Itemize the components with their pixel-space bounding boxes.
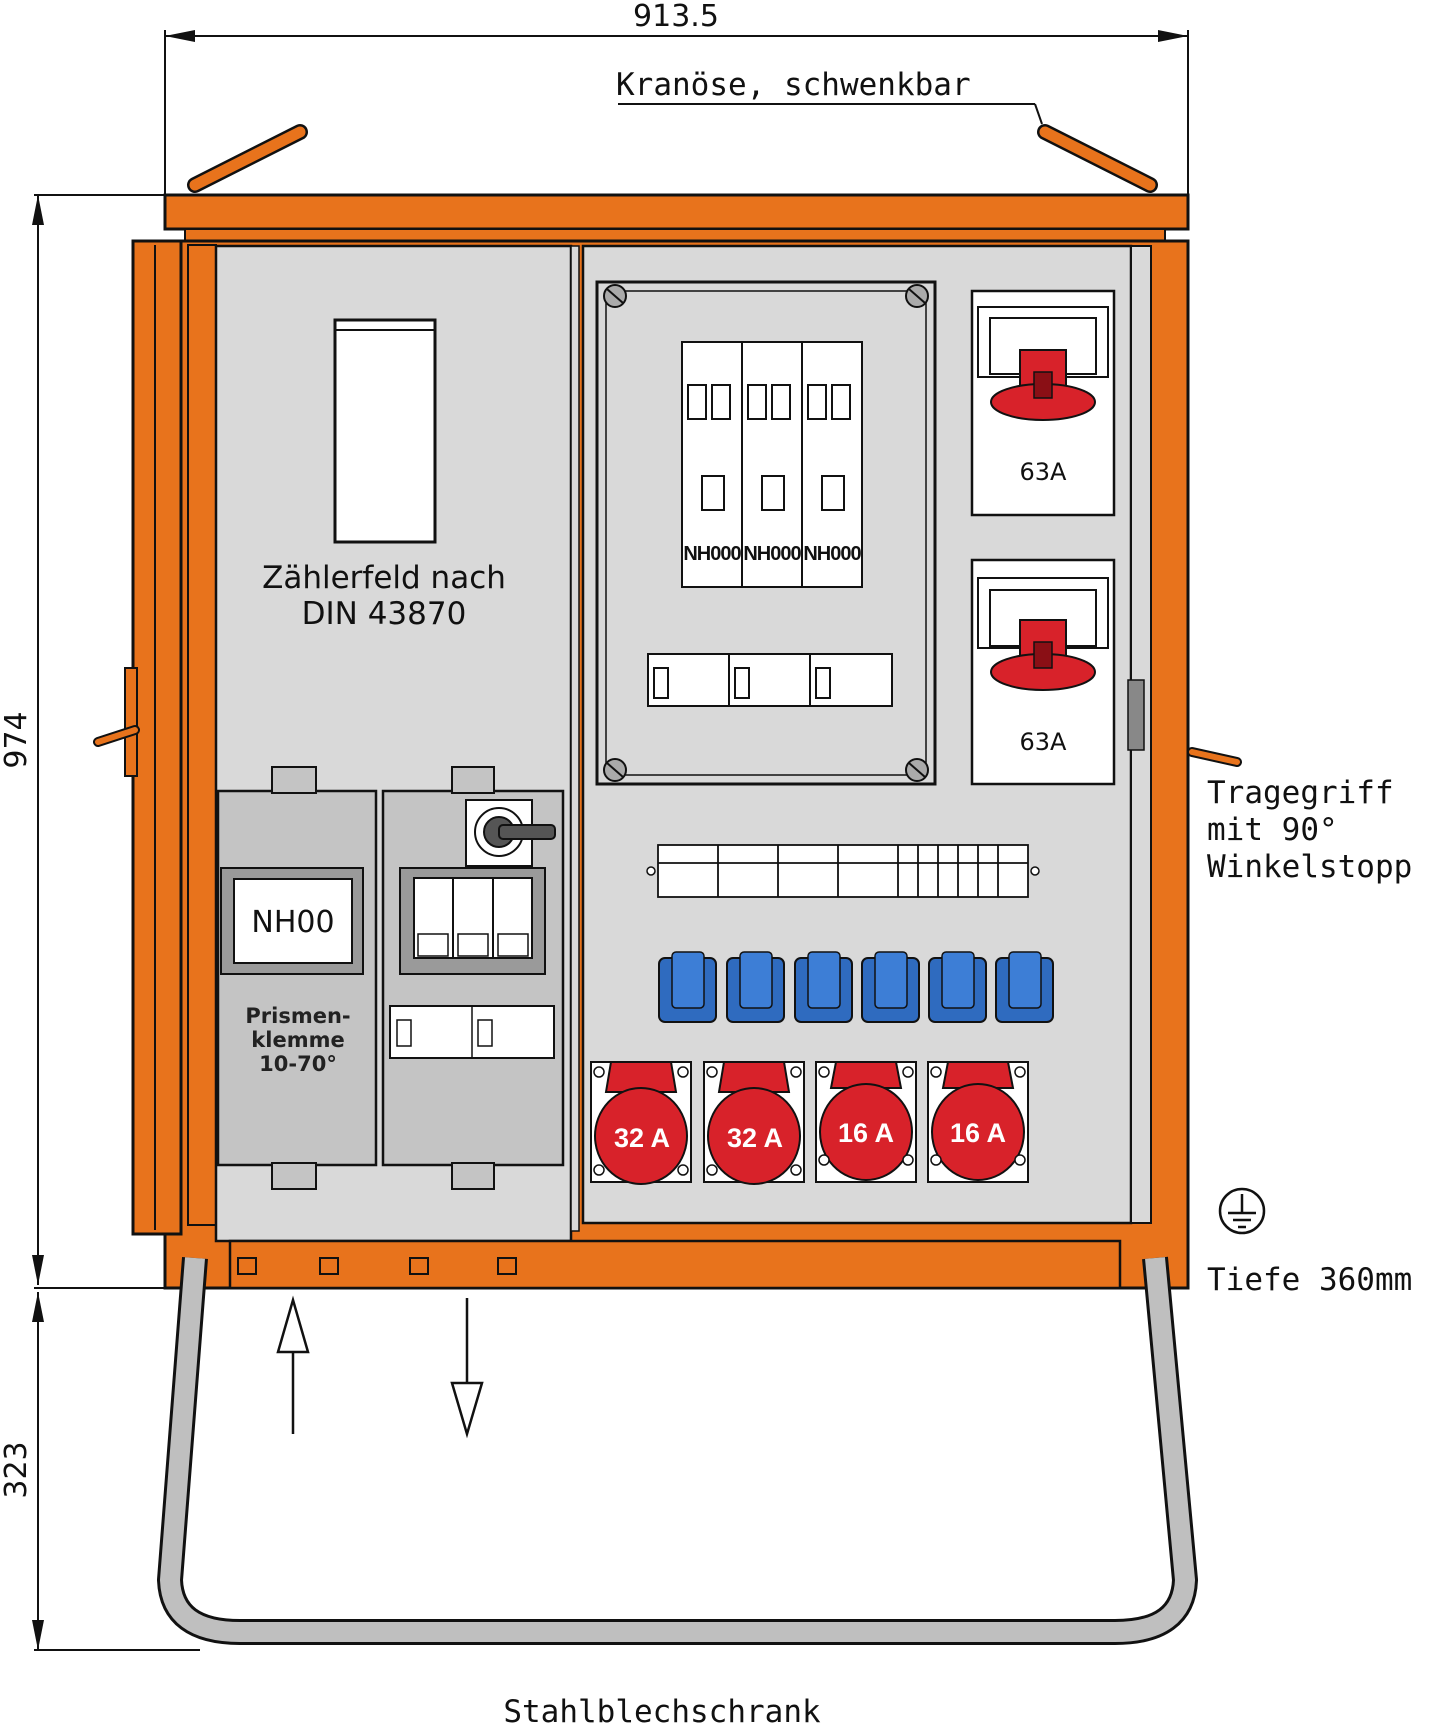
main-fuse-module [216,766,378,1190]
fuse-base-label-2: NH000 [743,543,801,565]
cee-socket-label-4: 16 A [950,1118,1006,1148]
dimension-arrows [32,30,1188,1650]
cee-socket-row [590,1061,1029,1185]
rcd-row [647,653,893,707]
terminal-label-line2: klemme [251,1028,344,1052]
cabinet-height-dimension: 974 [0,711,34,768]
width-dimension: 913.5 [633,0,719,34]
cee-63a-label-1: 63A [1020,458,1068,486]
door-hinge-strip [187,244,217,1226]
cee-63a-socket-1 [970,289,1116,517]
fuse-base-group [681,341,863,588]
cable-entry-arrow-icon [276,1295,310,1434]
terminal-label-line1: Prismen- [245,1004,350,1028]
stand-frame [157,1256,1198,1645]
cee-socket-label-1: 32 A [614,1123,670,1153]
meter-field-line1: Zählerfeld nach [262,560,506,596]
crane-eye-right-icon [1037,124,1158,193]
cabinet-plinth [228,1239,1122,1290]
handle-label-line2: mit 90° [1207,812,1338,848]
cable-exit-arrow-icon [450,1298,484,1439]
fuse-base-label-1: NH000 [683,543,741,565]
crane-eye-left-icon [187,124,308,193]
fuse-base-label-3: NH000 [803,543,861,565]
cee-63a-socket-2 [970,558,1116,786]
terminal-label-line3: 10-70° [259,1052,337,1076]
handle-label-line1: Tragegriff [1207,775,1394,811]
meter-slot [333,318,437,544]
main-fuse-label: NH00 [251,905,334,940]
cee-socket-label-3: 16 A [838,1118,894,1148]
handle-label-line3: Winkelstopp [1207,849,1412,885]
cee-socket-label-2: 32 A [727,1123,783,1153]
cee-63a-label-2: 63A [1020,728,1068,756]
frame-height-dimension: 323 [0,1441,34,1498]
material-label: Stahlblechschrank [503,1694,821,1729]
carrying-handle-left-icon [93,667,140,777]
cabinet-roof [163,193,1190,231]
roof-trim [184,228,1166,242]
meter-field-line2: DIN 43870 [302,596,467,632]
dimension-lines [34,30,1189,1651]
mcb-row [657,844,1029,898]
depth-label: Tiefe 360mm [1207,1262,1412,1298]
rotary-switch-icon [474,807,556,857]
main-switch-module [381,766,565,1190]
ground-symbol-icon [1218,1187,1266,1235]
crane-eye-label: Kranöse, schwenkbar [616,67,971,103]
left-door-edge [131,239,183,1236]
